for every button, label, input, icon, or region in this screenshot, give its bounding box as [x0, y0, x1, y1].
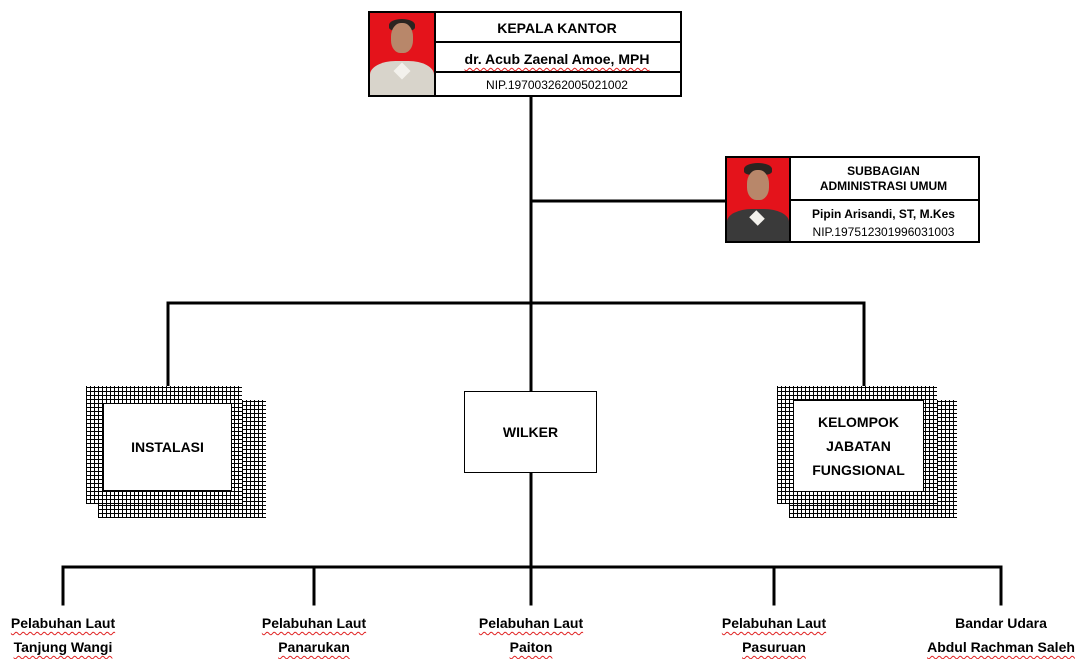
admin-title-line1: SUBBAGIAN — [847, 164, 920, 178]
instalasi-unit: INSTALASI — [86, 386, 268, 519]
admin-card: SUBBAGIAN ADMINISTRASI UMUM Pipin Arisan… — [725, 156, 980, 243]
work-area-4-line1: Pelabuhan Laut — [721, 615, 827, 631]
admin-photo — [727, 158, 791, 241]
work-area-3-line1: Pelabuhan Laut — [478, 615, 584, 631]
wilker-label: WILKER — [502, 424, 559, 440]
head-info: KEPALA KANTOR dr. Acub Zaenal Amoe, MPH … — [434, 13, 680, 95]
work-area-5-line2: Abdul Rachman Saleh — [927, 639, 1075, 655]
admin-info: SUBBAGIAN ADMINISTRASI UMUM Pipin Arisan… — [789, 158, 978, 241]
work-area-2: Pelabuhan Laut Panarukan — [246, 611, 382, 659]
head-nip: NIP.197003262005021002 — [486, 78, 628, 92]
head-photo — [370, 13, 436, 95]
fungsional-unit: KELOMPOK JABATAN FUNGSIONAL — [777, 386, 959, 519]
head-card: KEPALA KANTOR dr. Acub Zaenal Amoe, MPH … — [368, 11, 682, 97]
admin-nip: NIP.197512301996031003 — [812, 225, 955, 239]
wilker-box: WILKER — [464, 391, 597, 473]
work-area-5: Bandar Udara Abdul Rachman Saleh — [918, 611, 1084, 659]
work-area-3-line2: Paiton — [509, 639, 553, 655]
work-area-2-line1: Pelabuhan Laut — [261, 615, 367, 631]
work-area-4-line2: Pasuruan — [742, 639, 806, 655]
work-area-2-line2: Panarukan — [278, 639, 350, 655]
fungsional-label-line2: JABATAN — [826, 438, 891, 454]
work-area-1-line1: Pelabuhan Laut — [10, 615, 116, 631]
admin-name: Pipin Arisandi, ST, M.Kes — [812, 207, 955, 221]
head-name-row: dr. Acub Zaenal Amoe, MPH — [434, 45, 680, 73]
fungsional-label-line3: FUNGSIONAL — [812, 462, 905, 478]
head-title: KEPALA KANTOR — [434, 13, 680, 43]
instalasi-box: INSTALASI — [103, 403, 232, 491]
head-name: dr. Acub Zaenal Amoe, MPH — [464, 51, 650, 67]
work-area-5-line1: Bandar Udara — [955, 615, 1047, 631]
admin-title: SUBBAGIAN ADMINISTRASI UMUM — [789, 158, 978, 201]
work-area-1-line2: Tanjung Wangi — [13, 639, 113, 655]
instalasi-label: INSTALASI — [131, 439, 204, 455]
fungsional-label-line1: KELOMPOK — [818, 414, 899, 430]
work-area-4: Pelabuhan Laut Pasuruan — [706, 611, 842, 659]
work-area-1: Pelabuhan Laut Tanjung Wangi — [0, 611, 126, 659]
work-area-3: Pelabuhan Laut Paiton — [463, 611, 599, 659]
fungsional-box: KELOMPOK JABATAN FUNGSIONAL — [793, 400, 924, 492]
admin-title-line2: ADMINISTRASI UMUM — [819, 179, 948, 193]
